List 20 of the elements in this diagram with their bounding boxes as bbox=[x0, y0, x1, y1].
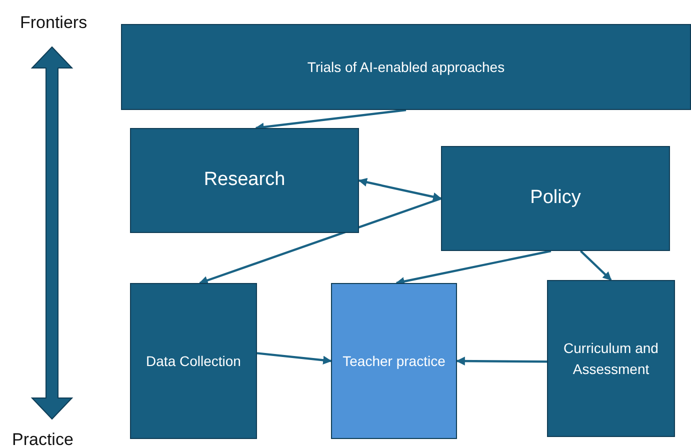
node-label: Curriculum and Assessment bbox=[562, 338, 660, 378]
process-band bbox=[121, 24, 691, 110]
node-label: Data Collection bbox=[145, 352, 242, 370]
node-label: Teacher practice bbox=[342, 352, 446, 371]
arrow bbox=[358, 178, 442, 202]
arrow bbox=[199, 197, 442, 285]
process-box bbox=[130, 283, 257, 439]
process-box bbox=[441, 146, 670, 251]
process-box bbox=[130, 128, 359, 233]
axis-label: Frontiers bbox=[20, 13, 88, 33]
axis-label: Practice bbox=[12, 430, 74, 448]
process-box bbox=[331, 283, 457, 439]
arrow bbox=[396, 250, 552, 286]
node-label: Research bbox=[202, 168, 286, 192]
arrow bbox=[580, 250, 612, 281]
arrow bbox=[256, 352, 332, 365]
arrow bbox=[456, 356, 547, 366]
node-label: Policy bbox=[529, 186, 582, 210]
node-label: Trials of AI-enabled approaches bbox=[306, 58, 506, 77]
process-box bbox=[547, 280, 675, 437]
